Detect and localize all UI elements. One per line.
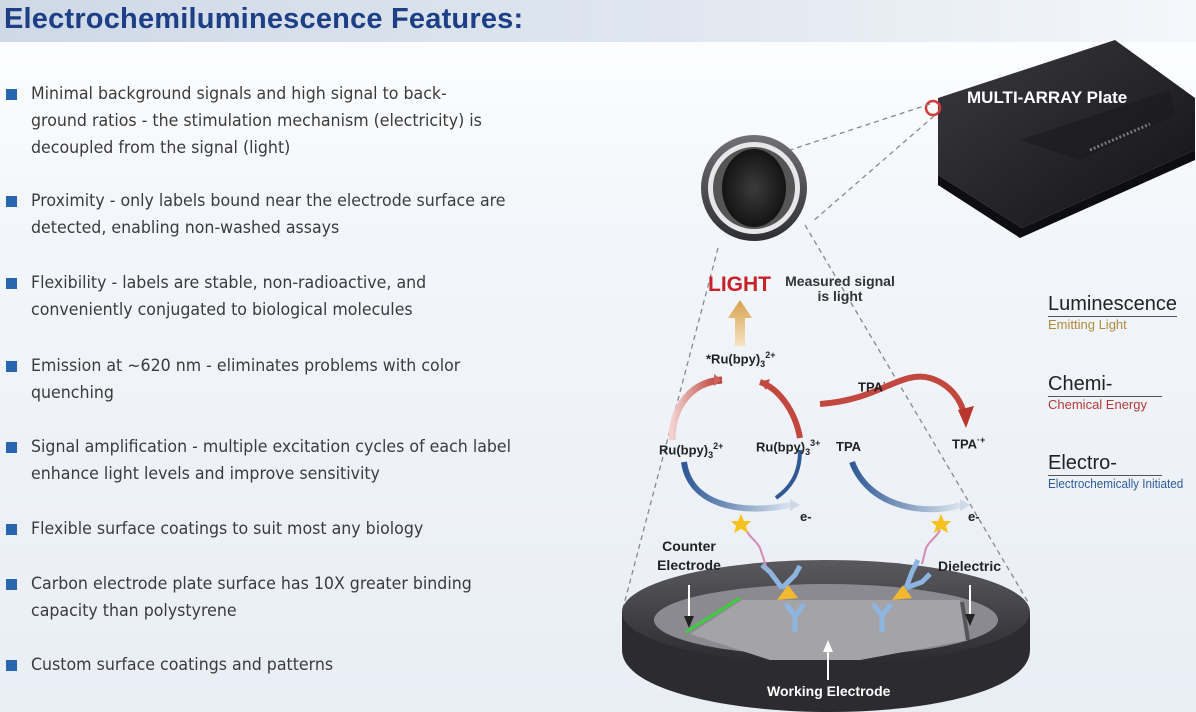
legend-main-label: Luminescence [1048,293,1177,317]
bullet-square-icon [6,196,17,207]
bullet-square-icon [6,579,17,590]
chemical-arrow-left [668,376,723,441]
feature-item: Signal amplification - multiple excitati… [6,434,566,488]
pointer-arrows [684,585,975,680]
ru-3plus-label: Ru(bpy)33+ [756,438,821,457]
antibody-left [731,514,806,632]
legend-sub-label: Chemical Energy [1048,397,1147,412]
zoom-lines [621,103,1029,613]
legend-sub-label: Emitting Light [1048,317,1127,332]
bullet-square-icon [6,89,17,100]
tpa-radical-label: TPA· [858,378,887,395]
legend-item-electro: Electro- Electrochemically Initiated [1048,452,1196,491]
bullet-square-icon [6,361,17,372]
antibody-right [871,514,951,632]
working-electrode-label: Working Electrode [767,683,891,699]
feature-text: Carbon electrode plate surface has 10X g… [31,574,472,621]
feature-text: Emission at ~620 nm - eliminates problem… [31,356,461,403]
legend-sub-label: Electrochemically Initiated [1048,476,1184,491]
chemical-arrow-middle [758,379,803,439]
feature-text: Flexible surface coatings to suit most a… [31,519,424,539]
bullet-square-icon [6,524,17,535]
tpa-cation-label: TPA·+ [952,435,986,452]
plate-well-marker [924,99,942,117]
electro-arrow-right [849,460,961,513]
legend-item-luminescence: Luminescence Emitting Light [1048,293,1177,332]
ru-excited-label: *Ru(bpy)32+ [706,350,776,369]
feature-text: Proximity - only labels bound near the e… [31,191,506,238]
dielectric-label: Dielectric [938,558,1002,574]
feature-item: Flexibility - labels are stable, non-rad… [6,270,566,324]
feature-item: Carbon electrode plate surface has 10X g… [6,571,566,625]
tpa-label: TPA [836,439,862,454]
legend-main-label: Chemi- [1048,373,1113,395]
chemical-arrow-right [819,373,968,419]
title-bar [0,0,1196,42]
page-title: Electrochemiluminescence Features: [4,3,524,35]
plate-label: MULTI-ARRAY Plate [967,88,1128,107]
zoomed-well [701,135,807,241]
electron-right-label: e- [968,509,980,524]
feature-item: Minimal background signals and high sign… [6,81,566,162]
feature-item: Flexible surface coatings to suit most a… [6,516,566,543]
feature-text: Minimal background signals and high sign… [31,84,482,158]
measured-signal-label: Measured signal is light [785,273,895,304]
electron-left-label: e- [800,509,812,524]
feature-text: Custom surface coatings and patterns [31,655,334,675]
counter-electrode-label: Counter Electrode [657,538,721,573]
multi-array-plate [924,40,1195,238]
light-emission-arrow [728,300,752,346]
electrode-dish [622,560,1030,712]
feature-text: Flexibility - labels are stable, non-rad… [31,273,427,320]
bullet-square-icon [6,660,17,671]
feature-item: Proximity - only labels bound near the e… [6,188,566,242]
ru-2plus-label: Ru(bpy)32+ [659,441,724,460]
bullet-square-icon [6,278,17,289]
legend-main-label: Electro- [1048,452,1117,474]
feature-item: Emission at ~620 nm - eliminates problem… [6,353,566,407]
feature-item: Custom surface coatings and patterns [6,652,566,679]
feature-text: Signal amplification - multiple excitati… [31,437,512,484]
bullet-square-icon [6,442,17,453]
legend-item-chemi: Chemi- Chemical Energy [1048,373,1162,412]
electro-arrow-left [681,461,791,512]
light-label: LIGHT [708,273,771,296]
